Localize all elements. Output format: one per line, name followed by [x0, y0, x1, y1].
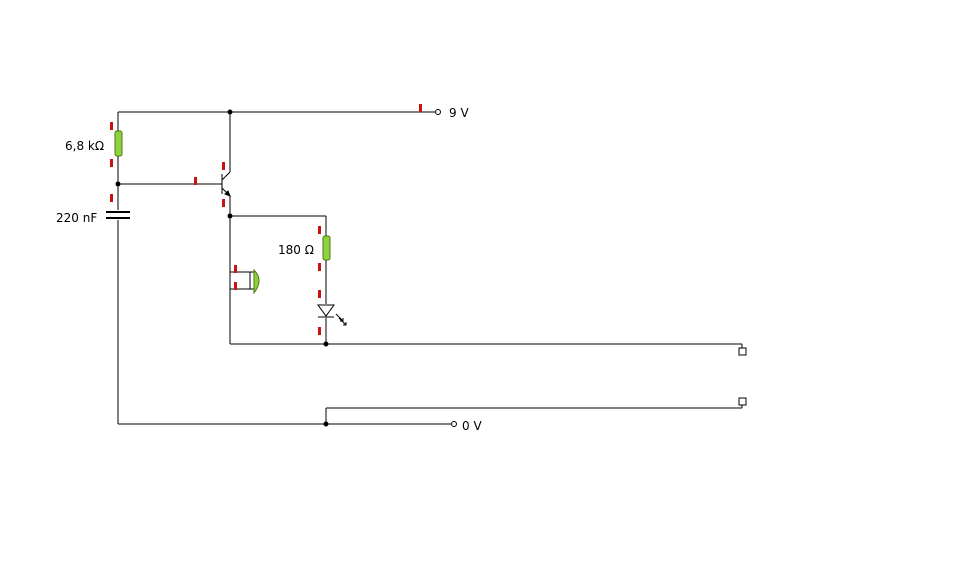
pin-marker: [222, 199, 225, 207]
pin-marker: [194, 177, 197, 185]
label-9v: 9 V: [449, 106, 469, 120]
terminal-9v[interactable]: [435, 109, 441, 115]
led-icon[interactable]: [317, 304, 347, 326]
resistor-led[interactable]: [322, 235, 331, 261]
label-0v: 0 V: [462, 419, 482, 433]
resistor-base[interactable]: [114, 130, 123, 157]
capacitor-icon[interactable]: [106, 211, 130, 219]
pin-marker: [234, 265, 237, 273]
junction-dot: [227, 109, 233, 115]
pin-marker: [318, 263, 321, 271]
junction-dot: [115, 181, 121, 187]
label-capacitor: 220 nF: [56, 211, 97, 225]
junction-dot: [323, 421, 329, 427]
label-resistor-base: 6,8 kΩ: [65, 139, 104, 153]
pin-marker: [234, 282, 237, 290]
pin-marker: [110, 122, 113, 130]
junction-dot: [323, 341, 329, 347]
pin-marker: [110, 194, 113, 202]
pin-marker: [419, 104, 422, 112]
junctions: [115, 109, 329, 427]
pin-marker: [222, 162, 225, 170]
probe-terminal-upper[interactable]: [738, 347, 747, 356]
probe-terminal-lower[interactable]: [738, 397, 747, 406]
terminal-0v[interactable]: [451, 421, 457, 427]
wires: [117, 111, 743, 425]
pin-marker: [318, 290, 321, 298]
junction-dot: [227, 213, 233, 219]
npn-transistor-icon[interactable]: [221, 171, 231, 197]
speaker-icon[interactable]: [249, 268, 260, 295]
pin-marker: [318, 327, 321, 335]
pin-marker: [110, 159, 113, 167]
pin-marker: [318, 226, 321, 234]
label-resistor-led: 180 Ω: [278, 243, 314, 257]
pin-markers: [110, 104, 422, 335]
